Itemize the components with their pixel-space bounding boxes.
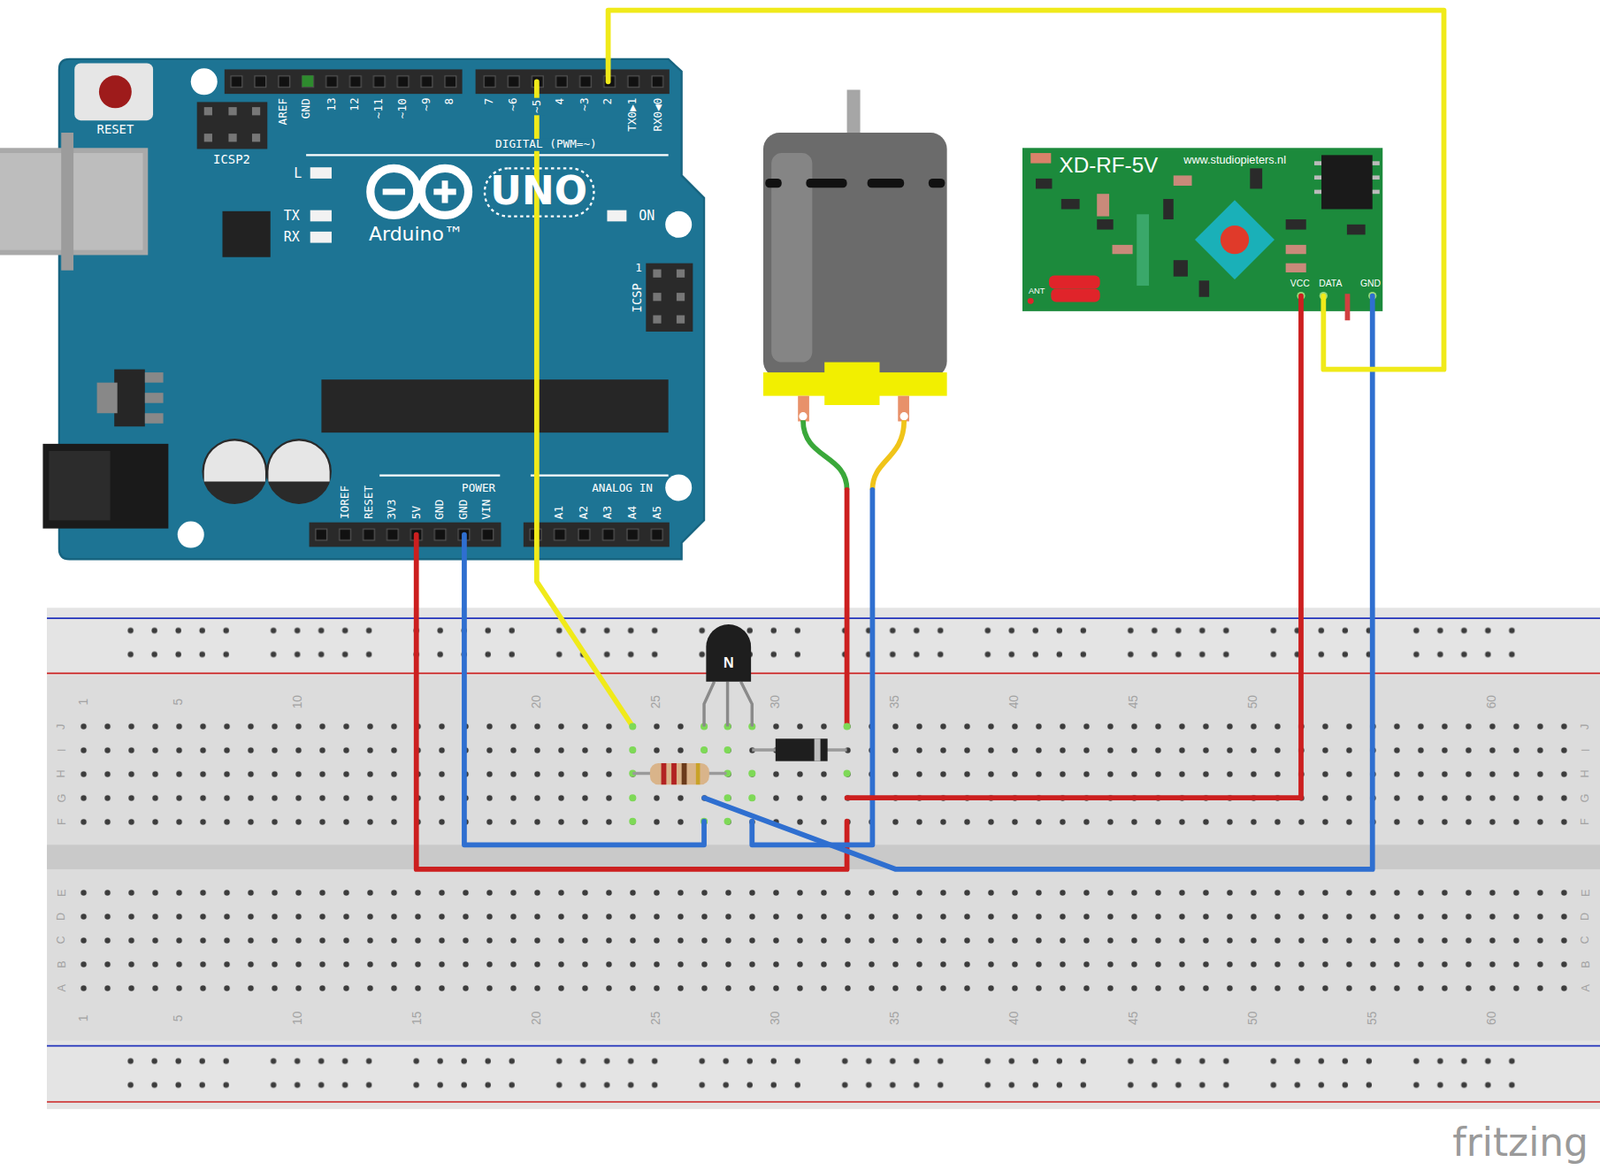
pin-label: 7 <box>482 98 497 106</box>
row-letter: H <box>1577 770 1592 779</box>
pin-label: IOREF <box>338 485 353 520</box>
column-number: 15 <box>411 1011 426 1026</box>
row-letter: F <box>1577 818 1592 826</box>
pin-label: A3 <box>601 505 615 520</box>
row-letter: I <box>1577 748 1592 752</box>
row-letter: G <box>1577 793 1592 803</box>
row-letter: A <box>1578 984 1593 992</box>
column-number: 30 <box>769 1011 784 1026</box>
pin-label: 4 <box>553 98 567 106</box>
header-label: ICSP2 <box>213 153 251 168</box>
column-number: 5 <box>171 698 186 706</box>
module-url: www.studiopieters.nl <box>1183 152 1287 166</box>
column-number: 35 <box>888 1011 904 1026</box>
transistor-label: N <box>723 654 735 672</box>
row-letter: D <box>54 912 69 921</box>
row-letter: J <box>1577 723 1592 729</box>
column-number: 45 <box>1127 695 1142 709</box>
pin-label: GND <box>300 98 314 119</box>
pin-label: 13 <box>325 97 339 111</box>
column-number: 20 <box>530 695 545 709</box>
row-letter: I <box>54 748 69 752</box>
pin-label: ~3 <box>578 97 592 111</box>
column-number: 40 <box>1008 1011 1023 1026</box>
column-number: 1 <box>76 1014 91 1022</box>
column-number: 60 <box>1485 695 1501 709</box>
column-number: 20 <box>530 1011 545 1026</box>
column-number: 5 <box>171 1014 186 1022</box>
pin-label: GND <box>434 498 448 520</box>
row-letter: B <box>1578 960 1593 968</box>
pin-label: ANT <box>1028 286 1045 297</box>
row-letter: B <box>54 960 69 968</box>
pin-label: ~9 <box>420 97 434 111</box>
column-number: 45 <box>1127 1011 1142 1026</box>
pin-label: ~10 <box>396 98 410 119</box>
column-number: 1 <box>76 698 91 706</box>
pin-label: A1 <box>552 505 567 520</box>
column-number: 30 <box>769 695 784 709</box>
row-letter: F <box>54 818 69 826</box>
column-number: 50 <box>1247 695 1262 709</box>
pin-label: DATA <box>1318 278 1342 290</box>
row-letter: H <box>54 770 69 779</box>
pin-label: ~6 <box>506 97 521 111</box>
led-label: RX <box>283 229 300 245</box>
column-number: 50 <box>1247 1011 1262 1026</box>
column-number: 10 <box>291 1011 307 1026</box>
column-number: 60 <box>1485 1011 1501 1026</box>
row-letter: E <box>54 888 69 896</box>
pin-label: 1 <box>635 261 643 276</box>
header-label: DIGITAL (PWM=~) <box>493 137 599 152</box>
pin-label: GND <box>458 498 472 520</box>
pin-label: VIN <box>481 498 495 520</box>
pin-label: 5V <box>410 505 424 520</box>
signal-wire <box>608 10 1445 370</box>
pin-label: 3V3 <box>386 498 400 520</box>
row-letter: J <box>54 723 69 729</box>
row-letter: C <box>1577 936 1592 945</box>
led-label: TX <box>283 208 300 224</box>
pin-label: VCC <box>1290 278 1310 290</box>
pin-label: ~5 <box>530 97 544 115</box>
pin-label: A4 <box>626 505 640 520</box>
header-label: ANALOG IN <box>591 482 653 496</box>
column-number: 25 <box>650 1011 665 1026</box>
row-letter: E <box>1578 888 1593 896</box>
pin-label: RESET <box>362 485 376 520</box>
column-number: 55 <box>1366 1011 1381 1026</box>
row-letter: A <box>54 984 69 992</box>
button-label: RESET <box>97 123 135 138</box>
led-label: L <box>293 165 302 181</box>
row-letter: D <box>1577 912 1592 921</box>
pin-label: 2 <box>601 98 615 106</box>
column-number: 25 <box>650 695 665 709</box>
led-label: ON <box>638 208 655 224</box>
pin-label: 8 <box>443 98 457 106</box>
board-model: UNO <box>489 169 588 215</box>
row-letter: C <box>54 936 69 945</box>
pin-label: GND <box>1360 278 1381 290</box>
column-number: 40 <box>1008 695 1023 709</box>
pin-label: A5 <box>650 505 665 520</box>
column-number: 35 <box>888 695 904 709</box>
watermark: fritzing <box>1452 1121 1589 1166</box>
pin-label: 12 <box>348 97 362 111</box>
pin-label: RX0◀0 <box>651 97 666 131</box>
module-name: XD-RF-5V <box>1059 153 1159 178</box>
board-brand: Arduino™ <box>368 223 464 246</box>
column-number: 10 <box>291 695 307 709</box>
pin-label: ~11 <box>373 98 387 119</box>
pin-label: A2 <box>577 505 591 520</box>
pin-label: TX0▶1 <box>626 97 640 131</box>
header-label: ICSP <box>630 283 645 313</box>
pin-label: AREF <box>276 98 291 126</box>
row-letter: G <box>54 793 69 803</box>
header-label: POWER <box>461 482 496 496</box>
